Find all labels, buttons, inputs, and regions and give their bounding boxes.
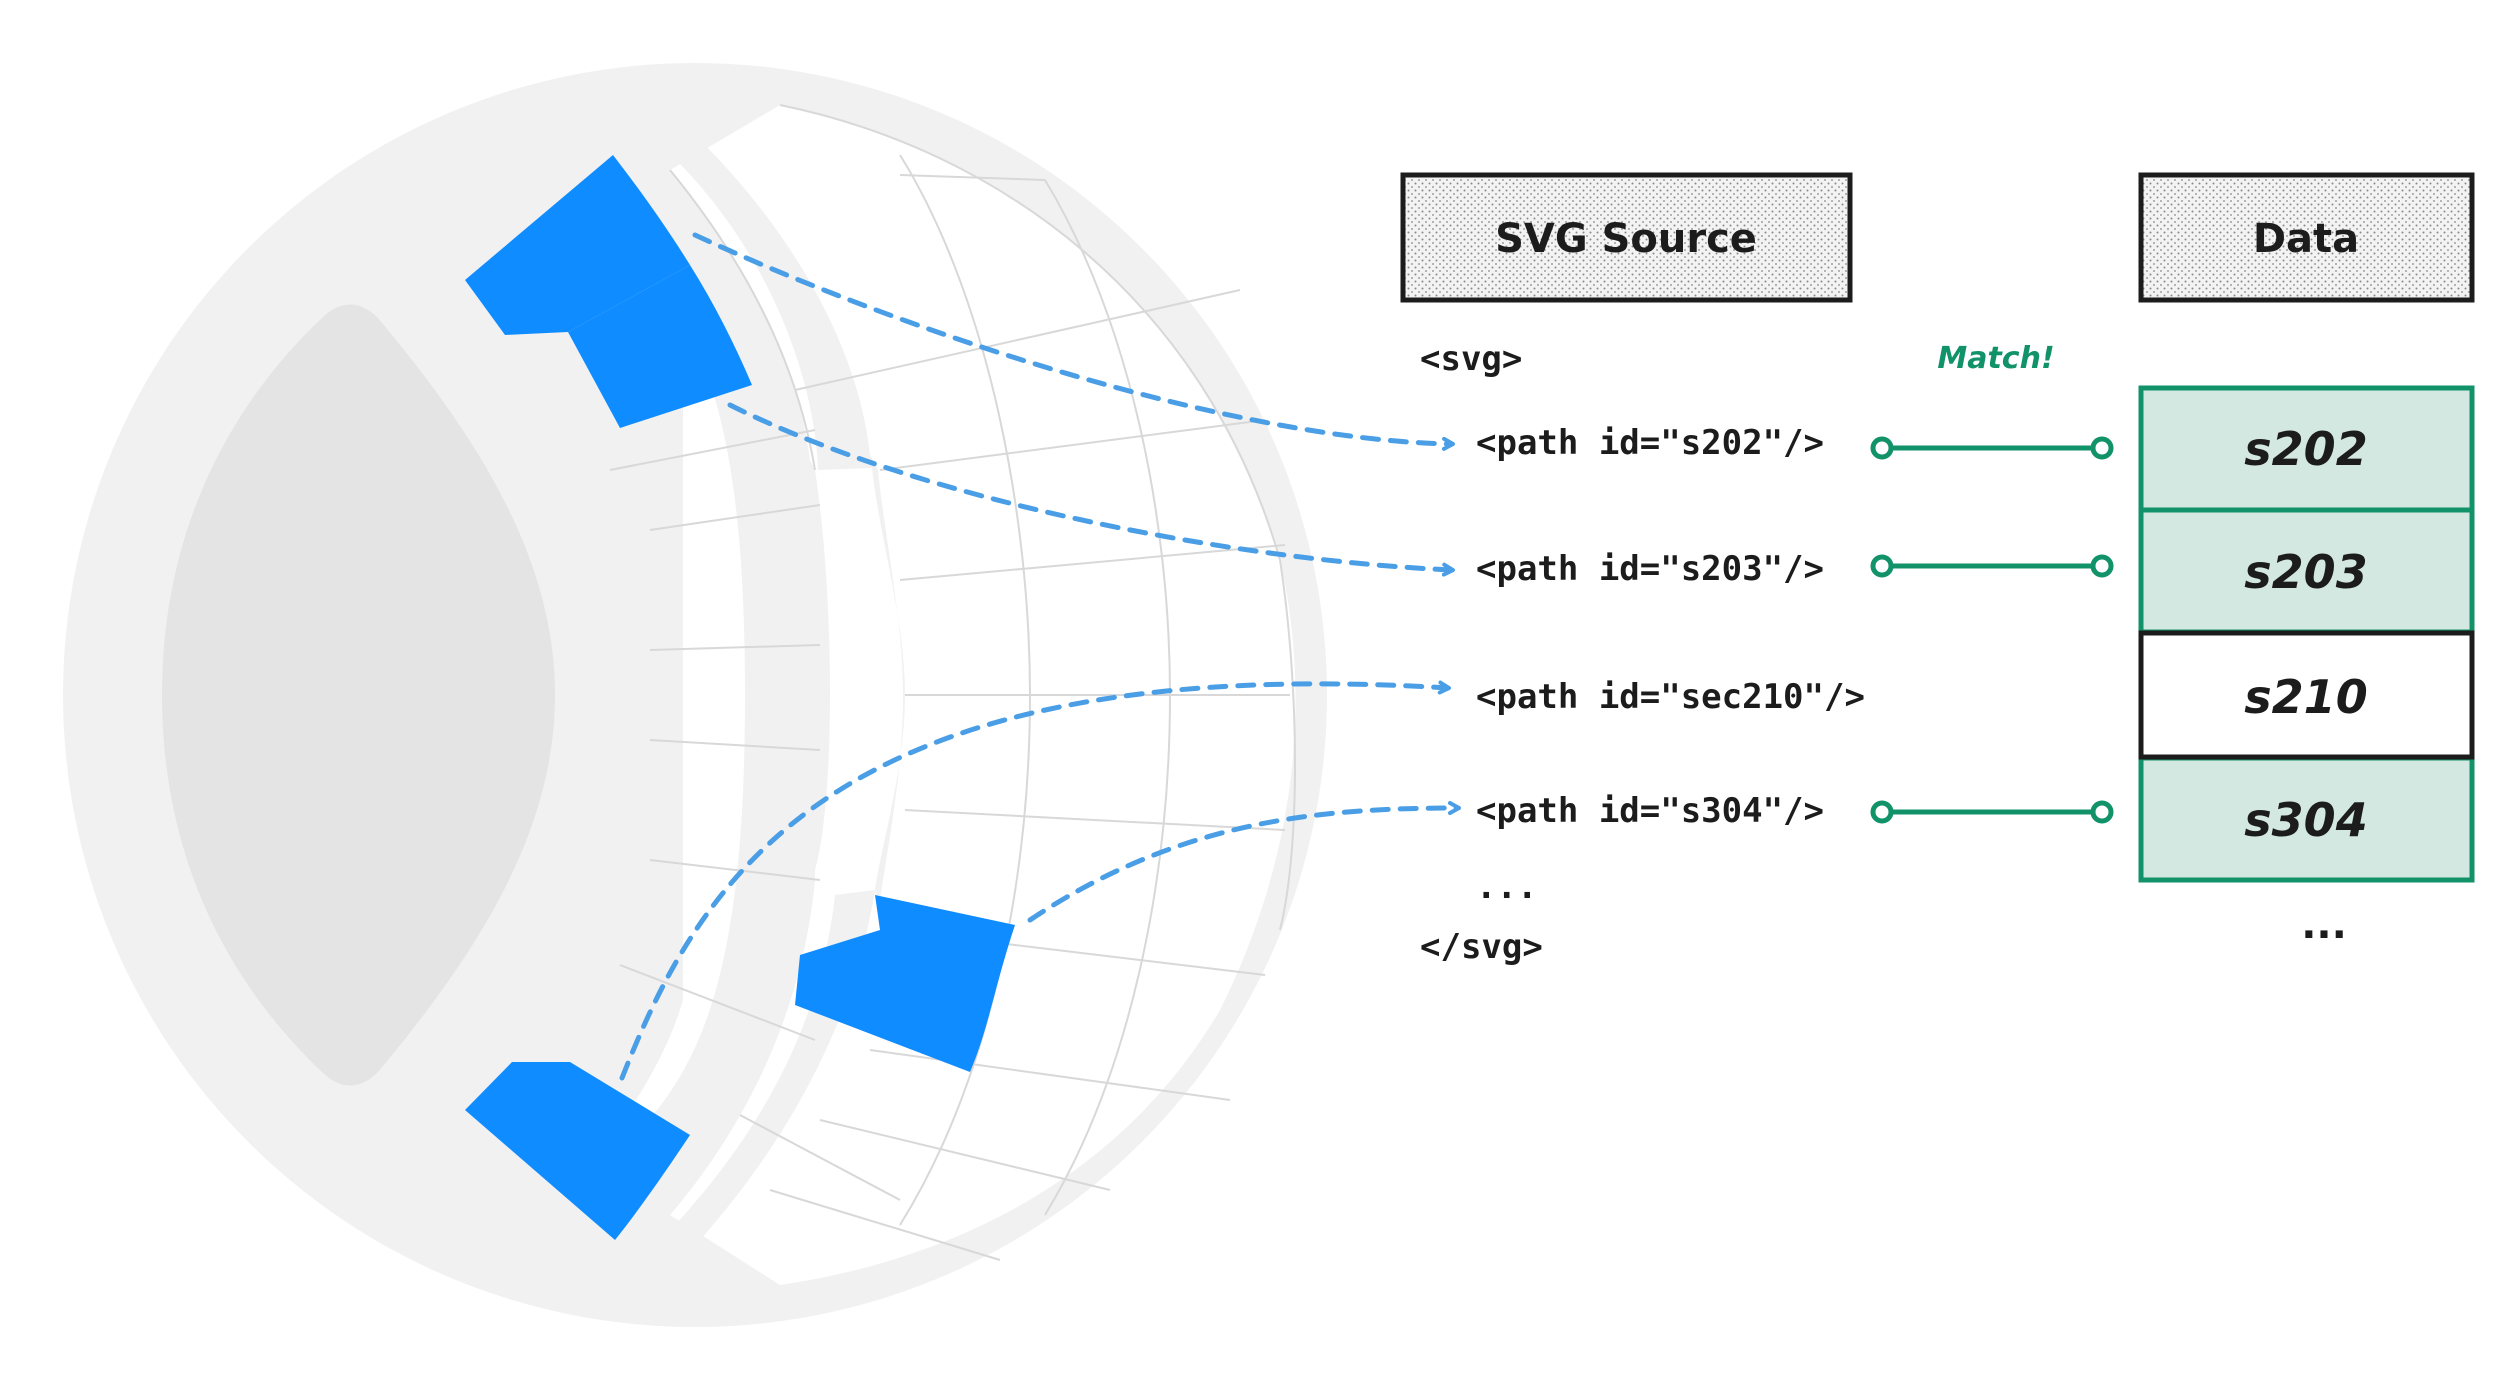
code-close-tag: </svg> — [1420, 927, 1543, 967]
data-row-label: s210 — [2244, 670, 2367, 724]
code-ellipsis: ... — [1476, 867, 1537, 907]
section-s304 — [465, 1062, 690, 1240]
code-line-s203: <path id="s203"/> — [1476, 549, 1824, 589]
data-row-s202: s202 — [2138, 385, 2475, 513]
match-connector-s304 — [1870, 800, 2114, 824]
data-row-label: s202 — [2244, 422, 2367, 476]
arrow-s202 — [692, 232, 1455, 451]
match-label: Match! — [1937, 341, 2054, 376]
inner-seating-section — [612, 240, 745, 1150]
data-row-label: s304 — [2244, 793, 2367, 847]
data-ellipsis: ... — [2301, 902, 2347, 948]
header-svg-source: SVG Source — [1400, 172, 1853, 303]
match-connector-s203 — [1870, 554, 2114, 578]
data-row-s210: s210 — [2138, 630, 2475, 760]
code-open-tag: <svg> — [1420, 339, 1522, 379]
svg-source-code: <svg> <path id="s202"/> <path id="s203"/… — [1420, 339, 1865, 967]
connector-arrows — [619, 232, 1461, 1081]
arrow-s304 — [1027, 801, 1461, 923]
highlighted-sections — [465, 155, 1015, 1240]
data-row-s304: s304 — [2138, 755, 2475, 883]
section-s210 — [795, 895, 1015, 1072]
code-line-sec210: <path id="sec210"/> — [1476, 677, 1865, 717]
code-line-s202: <path id="s202"/> — [1476, 423, 1824, 463]
arrow-sec210 — [619, 680, 1451, 1081]
stadium-map — [63, 63, 1327, 1327]
data-table: s202 s203 s304 s210 ... — [2138, 385, 2475, 948]
header-data-label: Data — [2253, 216, 2359, 262]
code-line-s304: <path id="s304"/> — [1476, 791, 1824, 831]
section-s203 — [568, 265, 752, 428]
data-row-label: s203 — [2244, 545, 2367, 599]
data-row-s203: s203 — [2138, 507, 2475, 635]
header-data: Data — [2138, 172, 2475, 303]
stadium-field — [162, 304, 555, 1086]
header-svg-source-label: SVG Source — [1495, 216, 1757, 262]
match-connectors — [1870, 436, 2114, 824]
seat-grid-lines — [609, 104, 1296, 1261]
match-connector-s202 — [1870, 436, 2114, 460]
arrow-s203 — [727, 402, 1455, 577]
section-s202 — [465, 155, 690, 335]
